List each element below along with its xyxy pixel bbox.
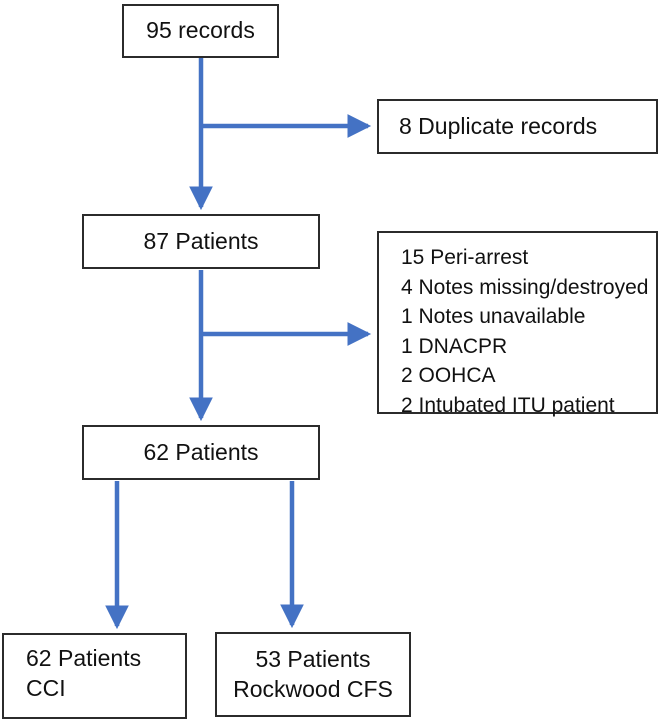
node-exclusion-list: 15 Peri-arrest 4 Notes missing/destroyed… [377, 231, 658, 417]
node-patients-rockwood-cfs: 53 Patients Rockwood CFS [215, 632, 411, 717]
node-patients-62: 62 Patients [82, 425, 320, 480]
node-duplicate-records: 8 Duplicate records [377, 99, 658, 154]
node-patients-cci: 62 Patients CCI [2, 633, 187, 719]
node-patients-87-label: 87 Patients [143, 227, 259, 254]
node-exclusion-list-label: 15 Peri-arrest 4 Notes missing/destroyed… [401, 246, 649, 418]
node-patients-cci-label: 62 Patients CCI [26, 645, 142, 701]
node-records: 95 records [122, 4, 279, 58]
node-duplicate-records-label: 8 Duplicate records [399, 112, 598, 139]
node-patients-62-label: 62 Patients [143, 438, 259, 465]
node-patients-rockwood-cfs-label: 53 Patients Rockwood CFS [233, 645, 393, 702]
node-records-label: 95 records [146, 17, 255, 44]
node-patients-87: 87 Patients [82, 214, 320, 269]
